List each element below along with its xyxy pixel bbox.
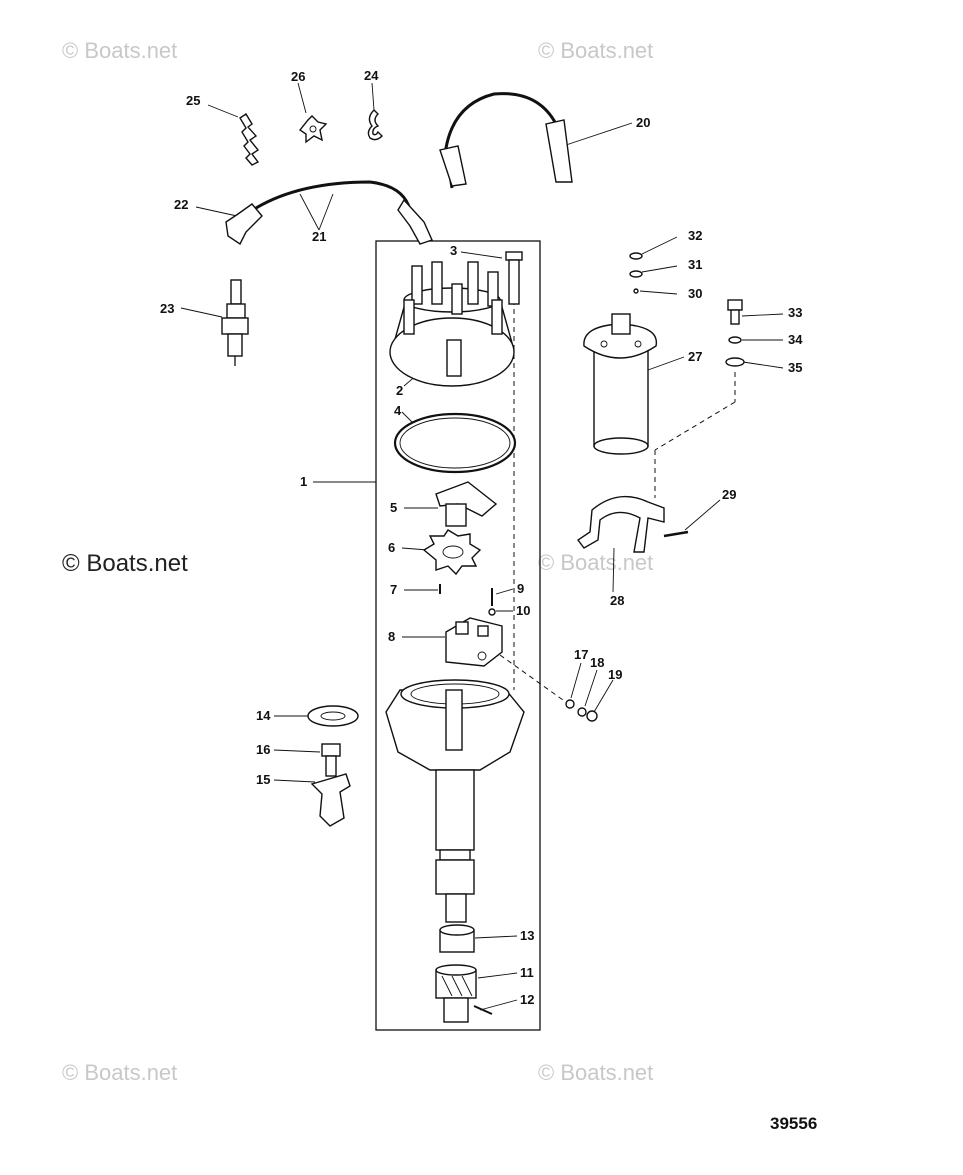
roll-pin-12 <box>473 1005 493 1015</box>
screw-29 <box>663 530 689 538</box>
callout-5: 5 <box>390 500 398 515</box>
callout-26: 26 <box>291 69 306 84</box>
washer-30 <box>633 288 639 294</box>
drive-gear-11 <box>435 964 477 1023</box>
callout-32: 32 <box>688 228 703 243</box>
bushing-13 <box>439 924 475 953</box>
callout-8: 8 <box>388 629 396 644</box>
distributor-cap-2 <box>389 261 515 387</box>
reluctor-6 <box>422 529 482 576</box>
wire-separator-hole <box>309 125 317 133</box>
washer-18 <box>577 707 587 717</box>
nut-32 <box>629 252 643 260</box>
watermark-bottom-left: © Boats.net <box>62 1060 178 1085</box>
hold-down-clamp-15 <box>310 773 351 827</box>
coil-bracket-28 <box>576 495 665 553</box>
callout-31: 31 <box>688 257 703 272</box>
callout-2: 2 <box>396 383 404 398</box>
rotor-5 <box>435 481 498 527</box>
callout-24: 24 <box>364 68 379 83</box>
callout-6: 6 <box>388 540 396 555</box>
callout-15: 15 <box>256 772 271 787</box>
callout-20: 20 <box>636 115 651 130</box>
wire-retainer-25 <box>239 113 260 166</box>
callout-9: 9 <box>517 581 525 596</box>
diagram-reference-number: 39556 <box>770 1114 818 1133</box>
callout-19: 19 <box>608 667 623 682</box>
spark-plug-wire-21 <box>255 180 412 211</box>
callout-17: 17 <box>574 647 589 662</box>
callout-3: 3 <box>450 243 458 258</box>
spark-plug-23 <box>221 279 249 366</box>
base-gasket-14 <box>307 705 359 727</box>
spark-plug-wire-boot-right <box>397 198 433 245</box>
lockwasher-34 <box>728 336 742 344</box>
watermark-top-left: © Boats.net <box>62 38 178 63</box>
watermark-bottom-right: © Boats.net <box>538 1060 654 1085</box>
distributor-assembly-frame <box>375 240 541 1031</box>
callout-33: 33 <box>788 305 803 320</box>
callout-30: 30 <box>688 286 703 301</box>
callout-10: 10 <box>516 603 531 618</box>
spark-plug-boot-22 <box>225 203 263 246</box>
callout-7: 7 <box>390 582 398 597</box>
washer-10 <box>488 608 496 616</box>
watermark-top-right: © Boats.net <box>538 38 654 63</box>
watermark-middle-left: © Boats.net <box>62 550 188 577</box>
coil-wire-20 <box>444 92 570 189</box>
coil-wire-boot-left <box>439 145 467 187</box>
gasket-4 <box>393 412 517 474</box>
distributor-housing <box>385 679 525 923</box>
hold-down-bolt-16 <box>321 743 341 777</box>
callout-12: 12 <box>520 992 535 1007</box>
ignition-module-8 <box>445 617 503 667</box>
callout-1: 1 <box>300 474 308 489</box>
callout-25: 25 <box>186 93 201 108</box>
callout-22: 22 <box>174 197 189 212</box>
wire-separator-26 <box>298 115 328 144</box>
gasket-inner <box>399 417 511 469</box>
callout-13: 13 <box>520 928 535 943</box>
callout-18: 18 <box>590 655 605 670</box>
callout-14: 14 <box>256 708 271 723</box>
ignition-coil-27 <box>583 313 658 455</box>
watermark-middle-right: © Boats.net <box>538 550 654 575</box>
base-gasket-hole <box>320 711 346 721</box>
callout-4: 4 <box>394 403 402 418</box>
callout-21: 21 <box>312 229 327 244</box>
callout-35: 35 <box>788 360 803 375</box>
callout-16: 16 <box>256 742 271 757</box>
callout-28: 28 <box>610 593 625 608</box>
reluctor-hub <box>442 545 464 559</box>
washer-31 <box>629 270 643 278</box>
callout-11: 11 <box>520 965 534 980</box>
leader-lines <box>180 82 784 1011</box>
clip-24 <box>367 109 383 141</box>
callout-29: 29 <box>722 487 737 502</box>
coil-wire-boot-right <box>545 119 573 183</box>
nut-19 <box>586 710 598 722</box>
callout-27: 27 <box>688 349 703 364</box>
screw-3 <box>505 251 523 305</box>
washer-35 <box>725 357 745 367</box>
assembly-lines <box>499 300 736 706</box>
callout-34: 34 <box>788 332 803 347</box>
screw-17 <box>565 699 575 709</box>
bolt-33 <box>727 299 743 325</box>
callout-23: 23 <box>160 301 175 316</box>
